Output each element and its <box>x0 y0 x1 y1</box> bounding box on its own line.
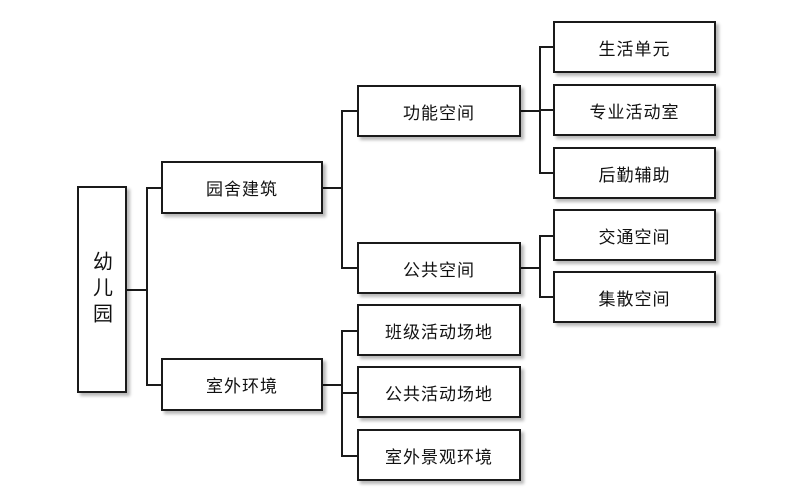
node-logistics: 后勤辅助 <box>553 147 716 199</box>
node-building-label: 园舍建筑 <box>206 180 278 200</box>
connector <box>341 392 357 394</box>
connector <box>323 384 342 386</box>
node-class-activity-area: 班级活动场地 <box>357 304 521 356</box>
node-outdoor: 室外环境 <box>161 358 323 411</box>
connector <box>539 172 553 174</box>
node-logistics-label: 后勤辅助 <box>598 165 671 186</box>
node-public-activity-area: 公共活动场地 <box>357 366 521 418</box>
connector <box>341 455 357 457</box>
connector <box>323 187 342 189</box>
node-functional-space: 功能空间 <box>357 85 521 137</box>
connector <box>146 187 161 189</box>
connector <box>539 235 553 237</box>
connector <box>127 289 147 291</box>
node-building: 园舍建筑 <box>161 161 323 214</box>
connector <box>521 110 540 112</box>
connector <box>146 384 161 386</box>
connector <box>539 46 553 48</box>
connector <box>539 296 553 298</box>
node-functional-space-label: 功能空间 <box>403 103 475 124</box>
connector <box>146 187 148 385</box>
node-class-activity-area-label: 班级活动场地 <box>385 322 493 343</box>
connector <box>341 110 357 112</box>
node-outdoor-landscape: 室外景观环境 <box>357 429 521 481</box>
connector <box>341 110 343 268</box>
node-gathering-space: 集散空间 <box>553 271 716 323</box>
root-label: 幼儿园 <box>89 250 114 329</box>
node-public-activity-area-label: 公共活动场地 <box>385 384 493 405</box>
node-public-space: 公共空间 <box>357 242 521 294</box>
node-circulation-space-label: 交通空间 <box>598 227 671 248</box>
connector <box>539 235 541 298</box>
node-activity-room-label: 专业活动室 <box>589 102 680 123</box>
connector <box>341 267 357 269</box>
node-public-space-label: 公共空间 <box>403 260 475 281</box>
connector <box>341 330 357 332</box>
node-living-unit: 生活单元 <box>553 21 716 73</box>
connector <box>521 267 540 269</box>
root-node: 幼儿园 <box>77 186 127 393</box>
node-gathering-space-label: 集散空间 <box>598 289 671 310</box>
connector <box>539 109 553 111</box>
node-outdoor-landscape-label: 室外景观环境 <box>385 447 493 468</box>
node-living-unit-label: 生活单元 <box>598 39 671 60</box>
node-activity-room: 专业活动室 <box>553 84 716 136</box>
node-circulation-space: 交通空间 <box>553 209 716 261</box>
node-outdoor-label: 室外环境 <box>206 377 278 397</box>
